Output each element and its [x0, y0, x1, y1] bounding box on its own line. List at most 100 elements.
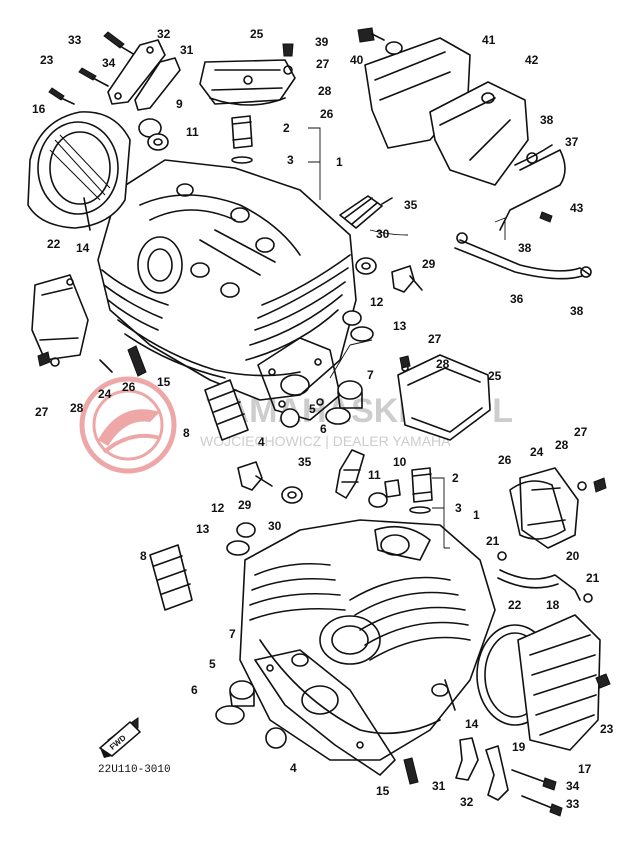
- part-label-28: 28: [555, 438, 569, 452]
- part-label-25: 25: [250, 27, 264, 41]
- part-label-38: 38: [540, 113, 554, 127]
- part-label-6: 6: [320, 422, 327, 436]
- part-label-1: 1: [336, 155, 343, 169]
- part-label-18: 18: [546, 598, 560, 612]
- valve-cover-24-upper: [31, 274, 89, 361]
- part-label-27: 27: [35, 405, 49, 419]
- part-label-3: 3: [455, 501, 462, 515]
- part-label-27: 27: [574, 425, 588, 439]
- valve-cover-25-upper: [199, 43, 296, 106]
- part-label-34: 34: [566, 779, 580, 793]
- part-label-34: 34: [102, 56, 116, 70]
- part-label-36: 36: [510, 292, 524, 306]
- breather-box: [357, 27, 529, 186]
- part-label-24: 24: [98, 387, 112, 401]
- watermark-logo-icon: [79, 376, 177, 474]
- part-label-33: 33: [68, 33, 82, 47]
- head-gasket-lower: [254, 649, 396, 776]
- valve-guide-upper: [231, 115, 253, 164]
- part-label-30: 30: [376, 227, 390, 241]
- lower-small-parts: [149, 449, 593, 817]
- part-label-10: 10: [393, 455, 407, 469]
- part-label-15: 15: [157, 375, 171, 389]
- part-label-4: 4: [290, 761, 297, 775]
- part-label-7: 7: [367, 368, 374, 382]
- part-label-5: 5: [209, 657, 216, 671]
- part-label-29: 29: [238, 498, 252, 512]
- part-label-43: 43: [570, 201, 584, 215]
- part-label-42: 42: [525, 53, 539, 67]
- valve-cover-24-lower: [509, 467, 607, 549]
- part-label-8: 8: [140, 549, 147, 563]
- part-label-26: 26: [122, 380, 136, 394]
- front-direction-arrow-icon: FWD: [98, 717, 142, 758]
- part-label-19: 19: [512, 740, 526, 754]
- part-label-41: 41: [482, 33, 496, 47]
- part-label-2: 2: [452, 471, 459, 485]
- part-label-14: 14: [465, 717, 479, 731]
- rear-cylinder-head: [97, 159, 357, 401]
- part-label-38: 38: [518, 241, 532, 255]
- part-label-15: 15: [376, 784, 390, 798]
- part-label-2: 2: [283, 121, 290, 135]
- part-label-25: 25: [488, 369, 502, 383]
- part-label-31: 31: [432, 779, 446, 793]
- part-label-17: 17: [578, 762, 592, 776]
- part-label-32: 32: [157, 27, 171, 41]
- part-label-23: 23: [40, 53, 54, 67]
- part-label-22: 22: [508, 598, 522, 612]
- part-label-1: 1: [473, 508, 480, 522]
- part-label-20: 20: [566, 549, 580, 563]
- upper-small-parts: [204, 310, 374, 441]
- spark-plug-upper: [339, 195, 393, 229]
- part-label-27: 27: [316, 57, 330, 71]
- part-label-31: 31: [180, 43, 194, 57]
- part-label-16: 16: [32, 102, 46, 116]
- part-label-38: 38: [570, 304, 584, 318]
- part-label-12: 12: [211, 501, 225, 515]
- breather-hoses: [454, 144, 592, 280]
- part-label-9: 9: [176, 97, 183, 111]
- upper-washer-bolt: [355, 257, 423, 293]
- part-label-28: 28: [70, 401, 84, 415]
- part-label-24: 24: [530, 445, 544, 459]
- leader-lines: [308, 127, 506, 549]
- part-label-30: 30: [268, 519, 282, 533]
- part-label-7: 7: [229, 627, 236, 641]
- valve-cover-25-lower: [397, 354, 491, 441]
- part-label-26: 26: [498, 453, 512, 467]
- part-label-6: 6: [191, 683, 198, 697]
- front-cylinder-head: [239, 519, 496, 761]
- part-label-21: 21: [486, 534, 500, 548]
- side-cover-18: [476, 614, 611, 751]
- part-label-35: 35: [298, 455, 312, 469]
- part-label-40: 40: [350, 53, 364, 67]
- catalog-code: 22U110-3010: [98, 764, 171, 776]
- part-label-5: 5: [309, 402, 316, 416]
- part-label-13: 13: [393, 319, 407, 333]
- part-label-35: 35: [404, 198, 418, 212]
- part-label-13: 13: [196, 522, 210, 536]
- part-label-29: 29: [422, 257, 436, 271]
- part-label-21: 21: [586, 571, 600, 585]
- part-label-39: 39: [315, 35, 329, 49]
- part-label-4: 4: [258, 435, 265, 449]
- part-label-27: 27: [428, 332, 442, 346]
- part-label-12: 12: [370, 295, 384, 309]
- part-label-11: 11: [186, 125, 199, 139]
- watermark-sub-text: WOJCIECHOWICZ | DEALER YAMAHA: [200, 433, 451, 449]
- part-label-23: 23: [600, 722, 614, 736]
- part-label-28: 28: [318, 84, 332, 98]
- part-label-3: 3: [287, 153, 294, 167]
- part-label-22: 22: [47, 237, 61, 251]
- side-cover-16: [27, 111, 131, 229]
- part-label-11: 11: [368, 468, 381, 482]
- part-label-32: 32: [460, 795, 474, 809]
- part-label-8: 8: [183, 426, 190, 440]
- part-label-26: 26: [320, 107, 334, 121]
- upper-left-fasteners: [37, 31, 181, 377]
- part-label-37: 37: [565, 135, 579, 149]
